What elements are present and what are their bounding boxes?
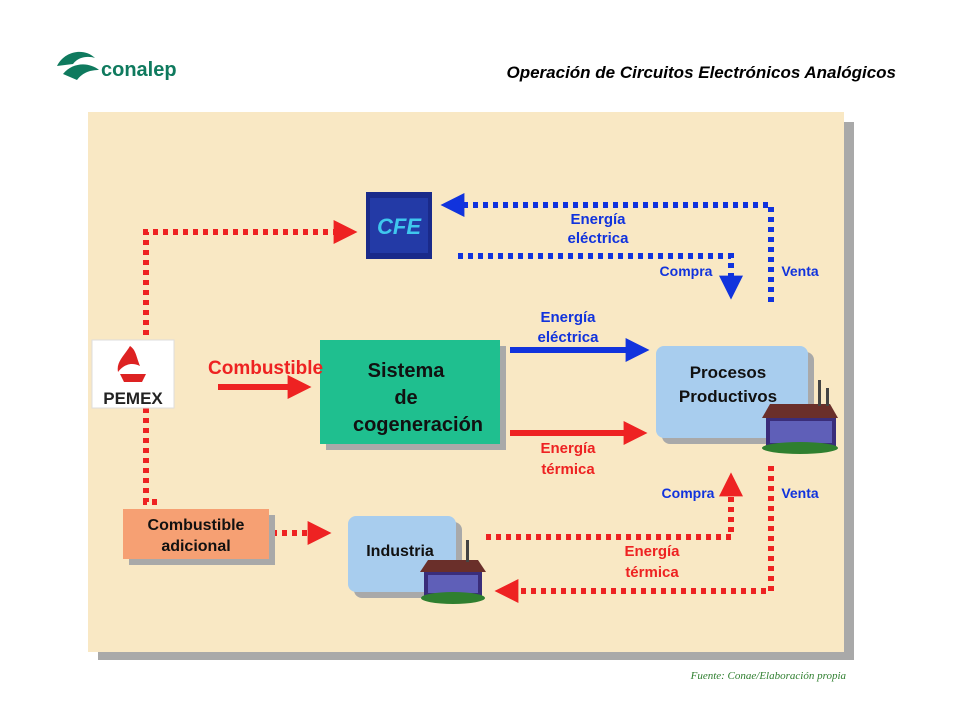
arrow-buy-from-cfe: [458, 253, 743, 300]
fuel-extra-box: [123, 509, 269, 559]
cogeneration-line-1: Sistema: [368, 360, 446, 382]
arrow-industry-to-processes: [486, 472, 743, 540]
cogeneration-box: [320, 340, 500, 444]
label-elec-mid-2: eléctrica: [538, 329, 600, 346]
cogeneration-line-3: cogeneración: [353, 414, 483, 436]
processes-line-1: Procesos: [690, 363, 767, 382]
label-fuel: Combustible: [208, 358, 323, 379]
page-title: Operación de Circuitos Electrónicos Anal…: [506, 63, 896, 82]
pemex-text: PEMEX: [103, 389, 163, 408]
label-thermal-bottom-2: térmica: [625, 564, 679, 581]
label-elec-top-2: eléctrica: [568, 230, 630, 247]
processes-line-2: Productivos: [679, 387, 777, 406]
label-thermal-mid-1: Energía: [540, 440, 596, 457]
conalep-logo: conalep: [55, 44, 185, 93]
fuel-extra-line-1: Combustible: [148, 517, 245, 534]
factory-icon: [762, 380, 838, 454]
factory-icon: [420, 540, 486, 604]
label-sell-top: Venta: [781, 263, 819, 279]
pemex-eagle-icon: [117, 346, 140, 372]
label-sell-bottom: Venta: [781, 485, 819, 501]
label-elec-mid-1: Energía: [540, 309, 596, 326]
label-thermal-mid-2: térmica: [541, 461, 595, 478]
label-buy-bottom: Compra: [662, 485, 715, 501]
arrow-sell-to-cfe: [440, 193, 774, 302]
arrow-processes-to-industry: [494, 466, 774, 603]
label-elec-top-1: Energía: [570, 211, 626, 228]
label-thermal-bottom-1: Energía: [624, 543, 680, 560]
arrow-pemex-to-cfe: [143, 220, 358, 345]
source-note: Fuente: Conae/Elaboración propia: [690, 670, 847, 682]
logo-text: conalep: [101, 59, 177, 81]
cfe-text: CFE: [377, 214, 422, 239]
cogeneration-line-2: de: [394, 387, 417, 409]
label-buy-top: Compra: [660, 263, 713, 279]
industry-text: Industria: [366, 543, 434, 560]
arrow-pemex-to-fuel-extra: [143, 408, 160, 505]
fuel-extra-line-2: adicional: [161, 538, 230, 555]
